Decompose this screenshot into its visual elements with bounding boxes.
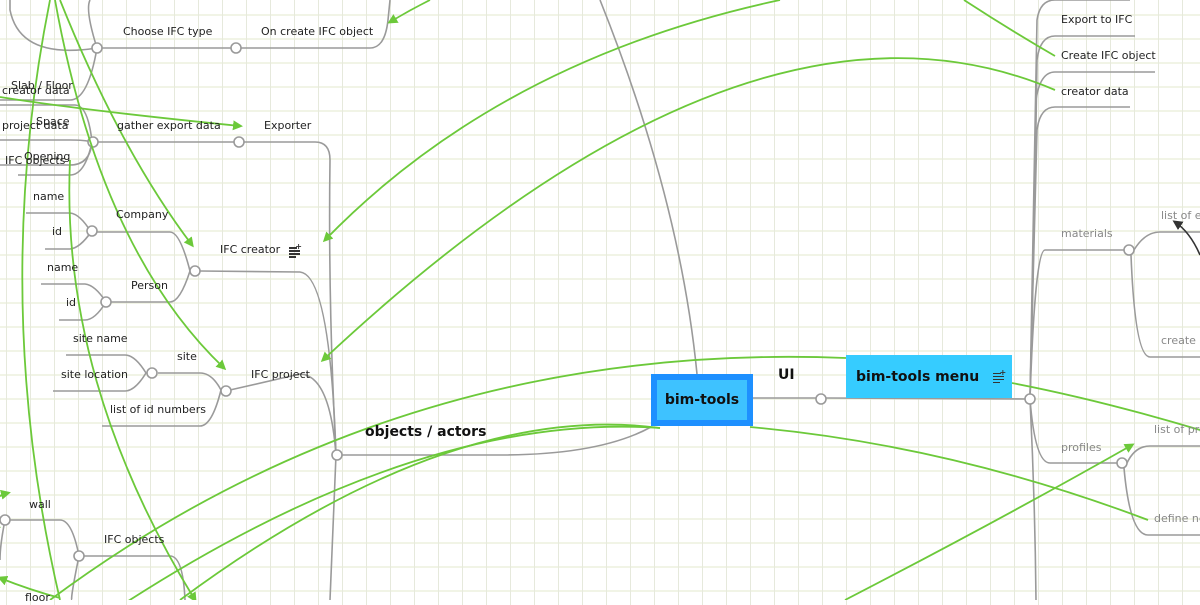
node-ifc-project[interactable]: IFC project: [251, 368, 310, 381]
node-company[interactable]: Company: [116, 208, 169, 221]
node-space[interactable]: Space: [36, 115, 70, 128]
node-on-create-ifc-object[interactable]: On create IFC object: [261, 25, 374, 38]
central-topic-label: bim-tools: [657, 380, 747, 420]
node-creator-data-left[interactable]: creator data: [2, 84, 70, 97]
branch-ui-label[interactable]: UI: [778, 367, 795, 383]
node-company-name[interactable]: name: [33, 190, 65, 203]
node-list-of-pro[interactable]: list of pro: [1154, 423, 1200, 436]
node-project-data[interactable]: project data: [2, 119, 69, 132]
node-creator-data-right[interactable]: creator data: [1061, 85, 1129, 98]
node-list-of-ex[interactable]: list of ex: [1161, 209, 1200, 222]
node-create-ifc-object[interactable]: Create IFC object: [1061, 49, 1156, 62]
ifc-creator-note-icon[interactable]: +: [289, 243, 302, 258]
node-site-location[interactable]: site location: [61, 368, 129, 381]
node-slab-floor[interactable]: Slab / Floor: [11, 79, 73, 92]
node-ifc-objects[interactable]: IFC objects: [104, 533, 165, 546]
branch-objects-actors-label[interactable]: objects / actors: [365, 424, 487, 440]
node-list-of-id-numbers[interactable]: list of id numbers: [110, 403, 206, 416]
node-site-name[interactable]: site name: [73, 332, 128, 345]
node-profiles[interactable]: profiles: [1061, 441, 1102, 454]
node-gather-export-data[interactable]: gather export data: [117, 119, 221, 132]
node-opening[interactable]: Opening: [24, 150, 71, 163]
node-person-id[interactable]: id: [66, 296, 77, 309]
node-choose-ifc-type[interactable]: Choose IFC type: [123, 25, 213, 38]
node-person-name[interactable]: name: [47, 261, 79, 274]
node-wall[interactable]: wall: [29, 498, 51, 511]
node-company-id[interactable]: id: [52, 225, 63, 238]
node-person[interactable]: Person: [131, 279, 168, 292]
node-exporter[interactable]: Exporter: [264, 119, 312, 132]
node-site[interactable]: site: [177, 350, 197, 363]
node-export-to-ifc[interactable]: Export to IFC: [1061, 13, 1133, 26]
node-create-n[interactable]: create n: [1161, 334, 1200, 347]
central-topic[interactable]: bim-tools: [651, 374, 753, 426]
node-ifc-objects-small[interactable]: IFC objects: [5, 154, 66, 167]
node-materials[interactable]: materials: [1061, 227, 1113, 240]
node-ifc-creator[interactable]: IFC creator: [220, 243, 281, 256]
bim-tools-menu-label: bim-tools menu: [856, 368, 980, 385]
node-floor[interactable]: floor: [25, 591, 50, 604]
note-icon[interactable]: +: [993, 368, 1006, 383]
node-define-ne[interactable]: define ne: [1154, 512, 1200, 525]
bim-tools-menu-node[interactable]: bim-tools menu +: [846, 355, 1012, 398]
